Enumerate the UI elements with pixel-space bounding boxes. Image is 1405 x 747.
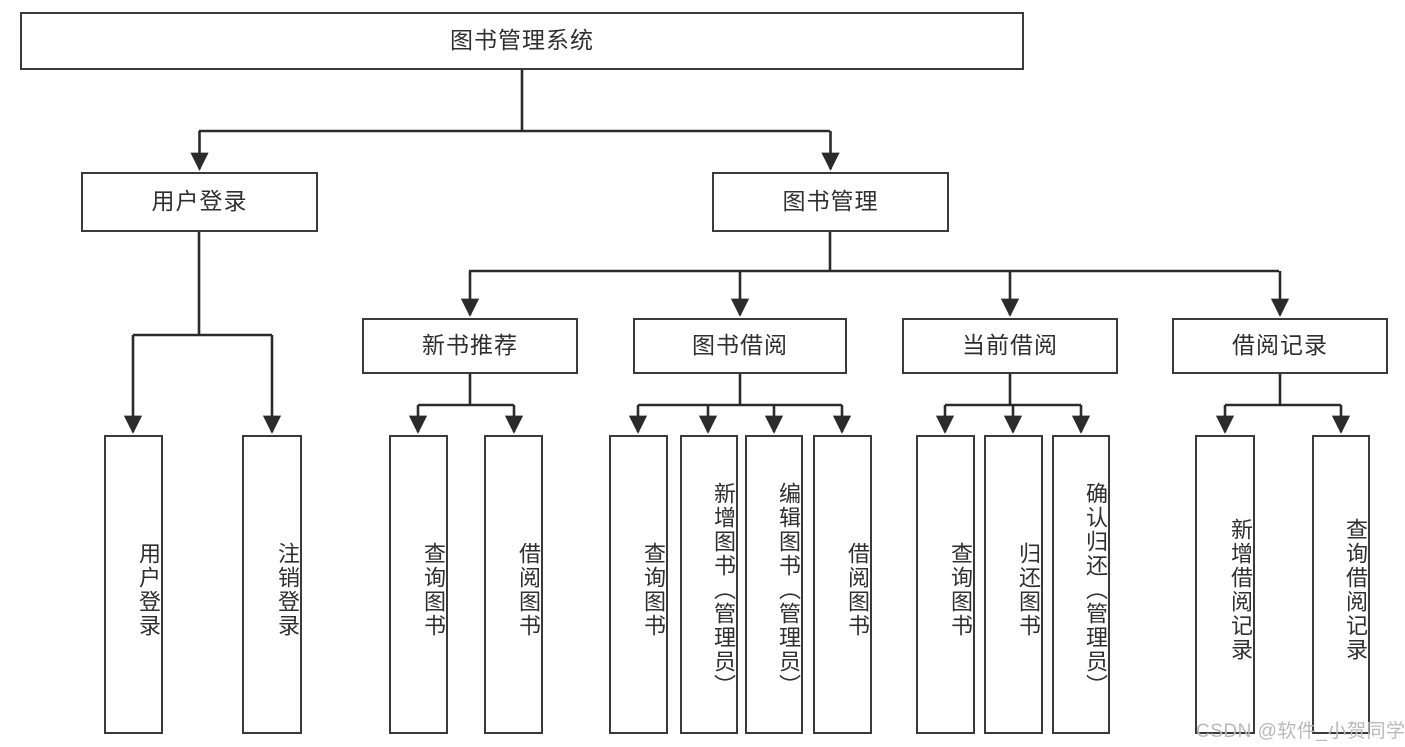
node-book-manage[interactable]: 图书管理 [712, 172, 949, 232]
node-leaf-query-book-3[interactable]: 查询图书 [916, 435, 975, 734]
node-leaf-return-book[interactable]: 归还图书 [984, 435, 1043, 734]
node-leaf-query-book-1-label: 查询图书 [421, 541, 446, 638]
node-borrow-record-label: 借阅记录 [1232, 332, 1328, 359]
node-leaf-return-book-label: 归还图书 [1016, 541, 1041, 638]
node-new-book-recommend-label: 新书推荐 [422, 332, 518, 359]
node-leaf-confirm-return-admin[interactable]: 确认归还（管理员） [1052, 435, 1110, 734]
node-book-manage-label: 图书管理 [782, 188, 879, 215]
node-leaf-query-book-3-label: 查询图书 [948, 541, 973, 638]
node-leaf-logout[interactable]: 注销登录 [242, 435, 302, 734]
node-new-book-recommend[interactable]: 新书推荐 [362, 318, 578, 374]
watermark-label: CSDN @软件_小贺同学 [1196, 721, 1405, 742]
node-leaf-query-borrow-record-label: 查询借阅记录 [1343, 517, 1368, 662]
node-leaf-add-book-admin-label: 新增图书（管理员） [711, 481, 736, 698]
node-leaf-user-login-label: 用户登录 [136, 541, 161, 638]
node-leaf-borrow-book-2-label: 借阅图书 [845, 541, 870, 638]
node-leaf-edit-book-admin-label: 编辑图书（管理员） [776, 481, 801, 698]
node-book-borrow[interactable]: 图书借阅 [633, 318, 847, 374]
node-leaf-add-book-admin[interactable]: 新增图书（管理员） [680, 435, 738, 734]
node-leaf-borrow-book-2[interactable]: 借阅图书 [813, 435, 872, 734]
node-leaf-logout-label: 注销登录 [275, 541, 300, 638]
node-root-book-management-system-label: 图书管理系统 [450, 27, 594, 54]
node-current-borrow[interactable]: 当前借阅 [902, 318, 1118, 374]
node-leaf-query-book-2[interactable]: 查询图书 [609, 435, 668, 734]
node-leaf-query-book-2-label: 查询图书 [641, 541, 666, 638]
node-user-login[interactable]: 用户登录 [81, 172, 318, 232]
node-leaf-borrow-book-1[interactable]: 借阅图书 [484, 435, 543, 734]
node-borrow-record[interactable]: 借阅记录 [1172, 318, 1388, 374]
node-book-borrow-label: 图书借阅 [692, 332, 788, 359]
node-leaf-borrow-book-1-label: 借阅图书 [516, 541, 541, 638]
node-leaf-user-login[interactable]: 用户登录 [104, 435, 163, 734]
node-leaf-query-borrow-record[interactable]: 查询借阅记录 [1312, 435, 1370, 734]
node-leaf-query-book-1[interactable]: 查询图书 [389, 435, 448, 734]
node-leaf-edit-book-admin[interactable]: 编辑图书（管理员） [745, 435, 803, 734]
node-user-login-label: 用户登录 [151, 188, 248, 215]
node-root-book-management-system[interactable]: 图书管理系统 [20, 12, 1024, 70]
node-leaf-add-borrow-record-label: 新增借阅记录 [1228, 517, 1253, 662]
node-leaf-add-borrow-record[interactable]: 新增借阅记录 [1195, 435, 1255, 734]
node-current-borrow-label: 当前借阅 [962, 332, 1058, 359]
node-leaf-confirm-return-admin-label: 确认归还（管理员） [1083, 481, 1108, 698]
